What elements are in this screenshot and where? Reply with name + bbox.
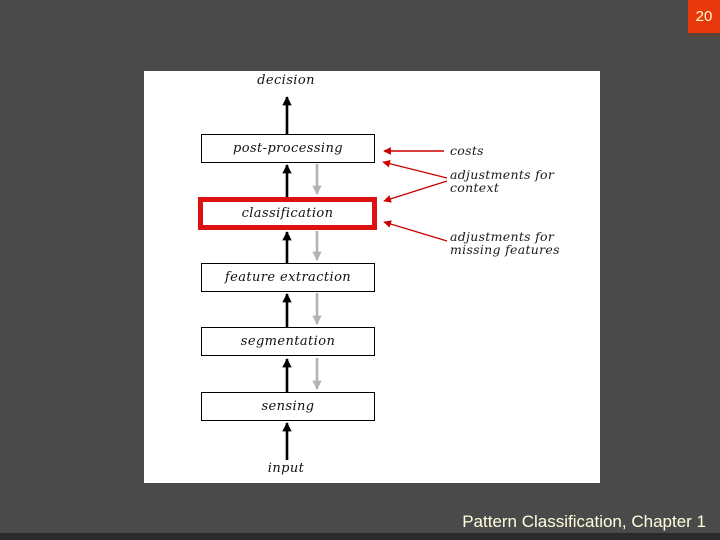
flow-box-classification-highlighted: classification bbox=[198, 197, 377, 230]
annotation-arrow-context-to-classification bbox=[383, 180, 448, 203]
flow-box-label: post-processing bbox=[233, 141, 343, 156]
flow-box-post-processing: post-processing bbox=[201, 134, 375, 163]
annotation-arrow-context-to-postprocessing bbox=[382, 159, 448, 179]
input-label: input bbox=[267, 461, 305, 476]
decision-label: decision bbox=[257, 73, 315, 88]
bottom-strip bbox=[0, 533, 720, 540]
flow-box-label: classification bbox=[241, 206, 334, 221]
page-number: 20 bbox=[695, 8, 713, 25]
annotation-adjustments-for-context: adjustments for context bbox=[450, 167, 555, 195]
flow-box-segmentation: segmentation bbox=[201, 327, 375, 356]
diagram-arrows-layer bbox=[282, 96, 448, 460]
annotation-costs: costs bbox=[450, 143, 484, 158]
page-number-badge: 20 bbox=[688, 0, 720, 33]
annotation-arrow-missingfeatures-to-classification bbox=[383, 220, 448, 242]
flow-box-label: feature extraction bbox=[224, 270, 352, 285]
pattern-recognition-flow-diagram: decision post-processing classification … bbox=[144, 71, 600, 483]
footer-citation: Pattern Classification, Chapter 1 bbox=[462, 512, 706, 531]
flow-box-label: sensing bbox=[261, 399, 315, 414]
page-number-badge-shadow bbox=[688, 33, 720, 37]
flow-box-label: segmentation bbox=[240, 334, 336, 349]
flow-box-feature-extraction: feature extraction bbox=[201, 263, 375, 292]
annotation-adjustments-for-missing-features: adjustments for missing features bbox=[450, 229, 560, 257]
flow-box-sensing: sensing bbox=[201, 392, 375, 421]
